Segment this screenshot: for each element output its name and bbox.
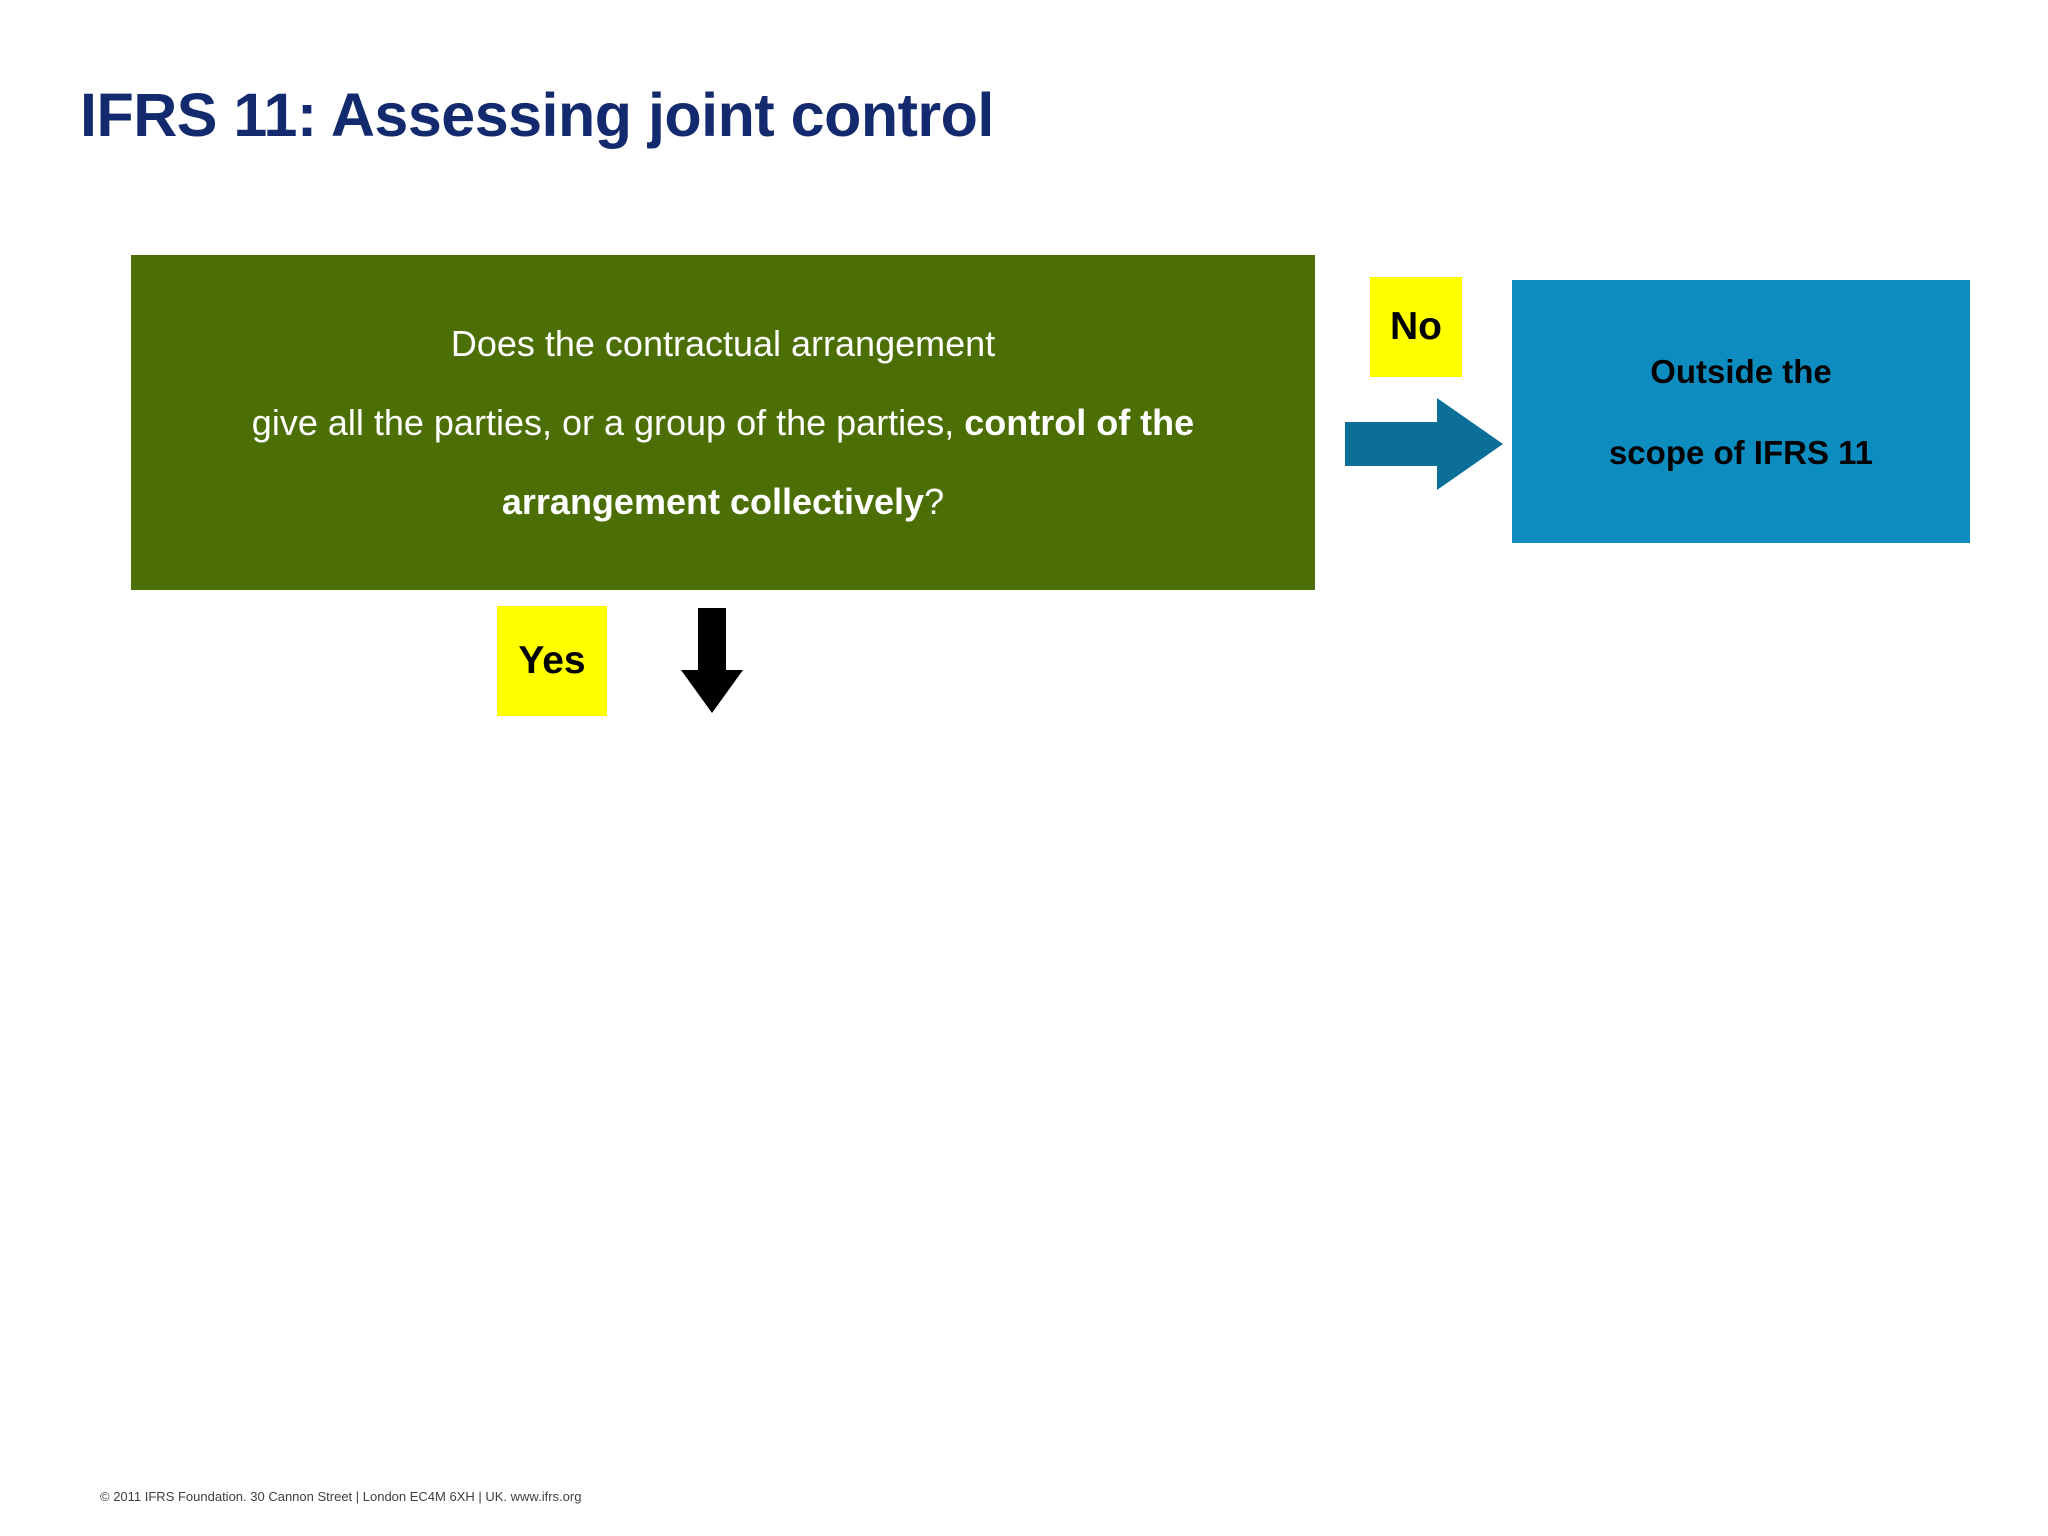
decision-line-2-plain: give all the parties, or a group of the … — [251, 401, 965, 443]
decision-line-1: Does the contractual arrangement — [450, 322, 996, 364]
footer-copyright: © 2011 IFRS Foundation. 30 Cannon Street… — [100, 1489, 582, 1504]
decision-box: Does the contractual arrangement give al… — [131, 255, 1315, 590]
decision-line-2-bold: control of the — [964, 401, 1195, 443]
page-title: IFRS 11: Assessing joint control — [80, 81, 994, 149]
outcome-line-2: scope of IFRS 11 — [1608, 433, 1874, 471]
decision-line-3-plain: ? — [924, 480, 945, 522]
arrow-right-icon — [1345, 398, 1503, 490]
outcome-box: Outside the scope of IFRS 11 — [1512, 280, 1970, 543]
outcome-line-1: Outside the — [1650, 352, 1832, 390]
decision-line-2: give all the parties, or a group of the … — [242, 401, 1204, 443]
decision-line-3-bold: arrangement collectively — [501, 480, 925, 522]
branch-label-no: No — [1370, 277, 1462, 377]
arrow-down-icon — [681, 608, 743, 713]
branch-label-yes: Yes — [497, 606, 607, 716]
decision-line-3: arrangement collectively? — [492, 480, 954, 522]
